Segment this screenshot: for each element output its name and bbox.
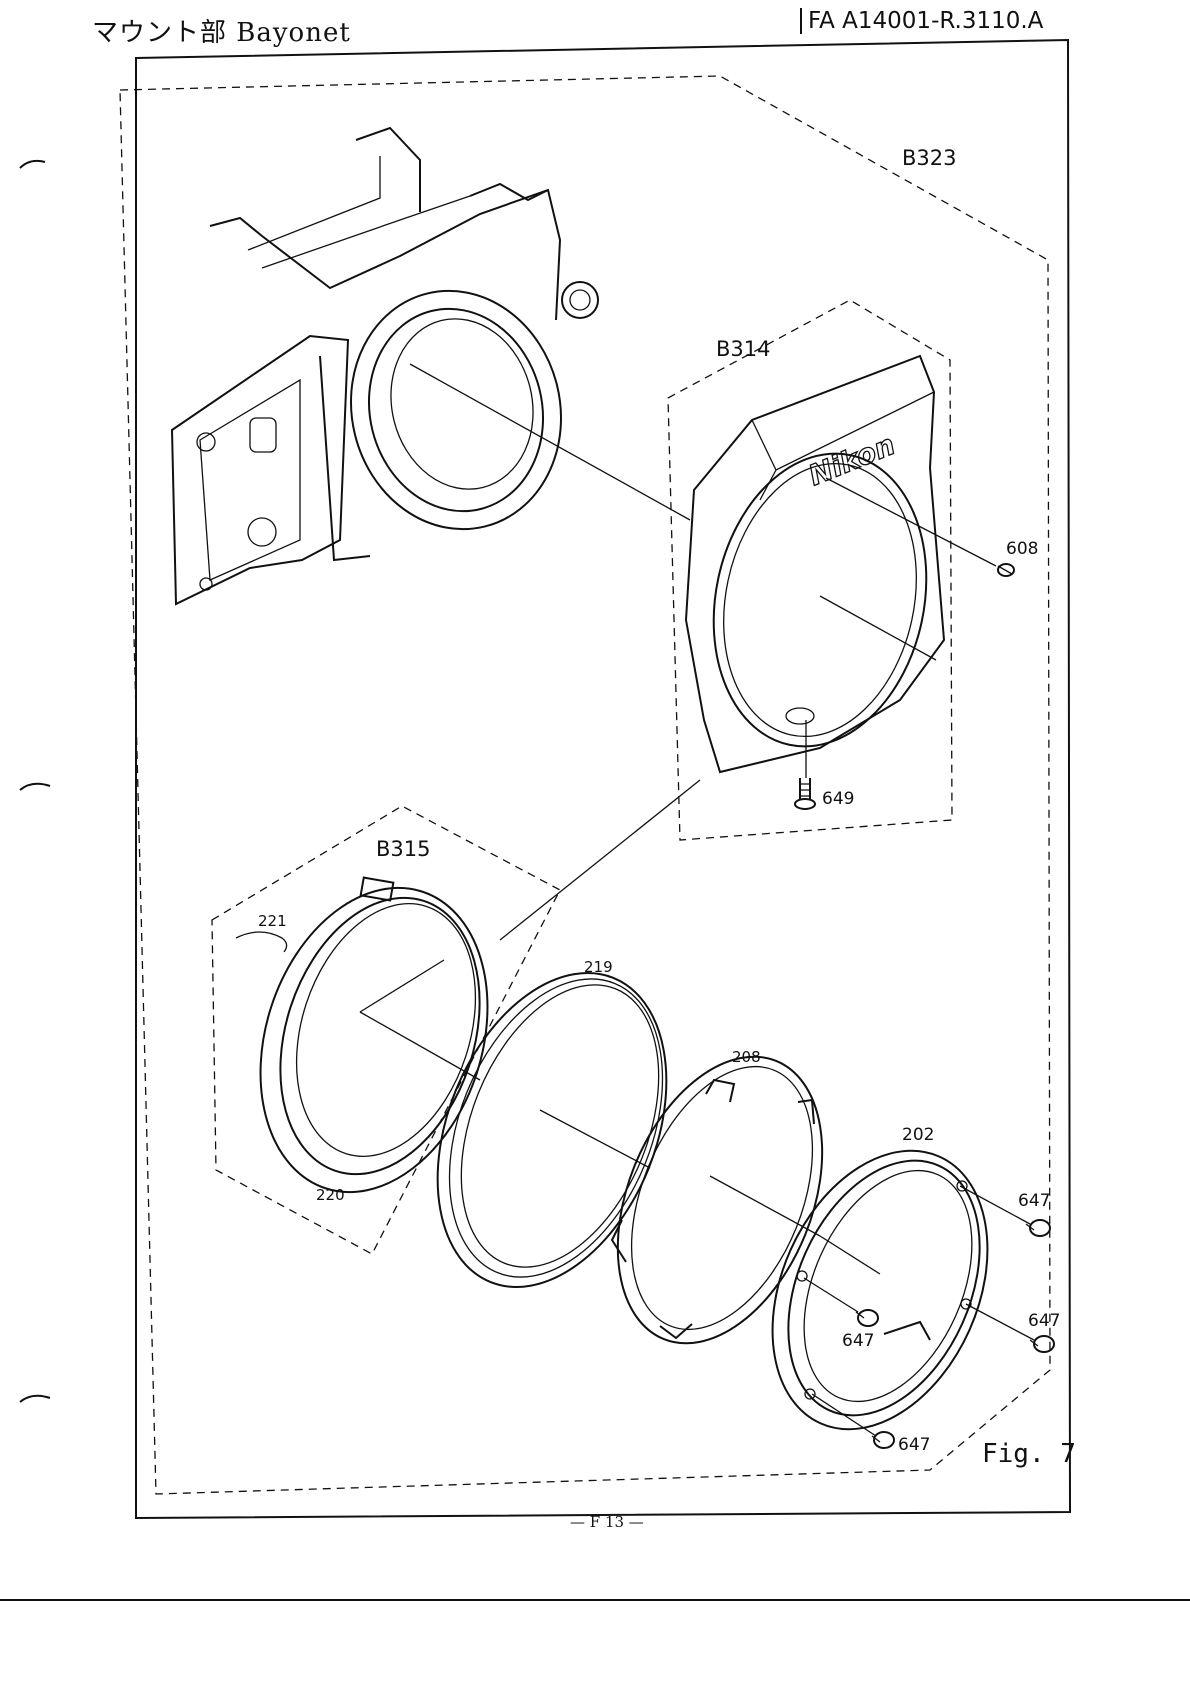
callout-221: 221 xyxy=(258,912,287,930)
spring-221 xyxy=(236,932,287,952)
margin-mark-top xyxy=(20,161,45,168)
callout-B323: B323 xyxy=(902,146,957,170)
callout-B315: B315 xyxy=(376,837,431,861)
callout-608: 608 xyxy=(1006,539,1038,559)
figure-label: Fig. 7 xyxy=(982,1439,1076,1469)
callout-220: 220 xyxy=(316,1186,345,1204)
callout-647-a: 647 xyxy=(1018,1191,1050,1211)
boundary-B323 xyxy=(120,76,1050,1494)
screw-608 xyxy=(998,564,1014,576)
margin-mark-mid xyxy=(20,784,50,790)
callout-208: 208 xyxy=(732,1048,761,1066)
mount-body-casting xyxy=(172,128,598,604)
callout-647-d: 647 xyxy=(898,1435,930,1455)
outer-frame xyxy=(136,40,1070,1518)
callout-647-b: 647 xyxy=(842,1331,874,1351)
nikon-logo: Nikon xyxy=(804,428,900,492)
margin-mark-bottom xyxy=(20,1396,50,1402)
screw-647-d xyxy=(872,1432,894,1448)
callout-647-c: 647 xyxy=(1028,1311,1060,1331)
callout-649: 649 xyxy=(822,789,854,809)
bayonet-mount-202 xyxy=(731,1117,1029,1463)
alignment-lines xyxy=(360,364,1034,1436)
screw-649 xyxy=(795,778,815,809)
front-cover-B314: Nikon xyxy=(686,356,952,772)
screw-647-a xyxy=(1026,1220,1050,1236)
ring-219 xyxy=(394,939,710,1321)
callout-219: 219 xyxy=(584,958,613,976)
screw-647-b xyxy=(856,1310,878,1326)
page-footer: — F 13 — xyxy=(570,1513,644,1531)
callout-B314: B314 xyxy=(716,337,771,361)
boundary-B314 xyxy=(668,300,952,840)
callout-202: 202 xyxy=(902,1125,934,1145)
